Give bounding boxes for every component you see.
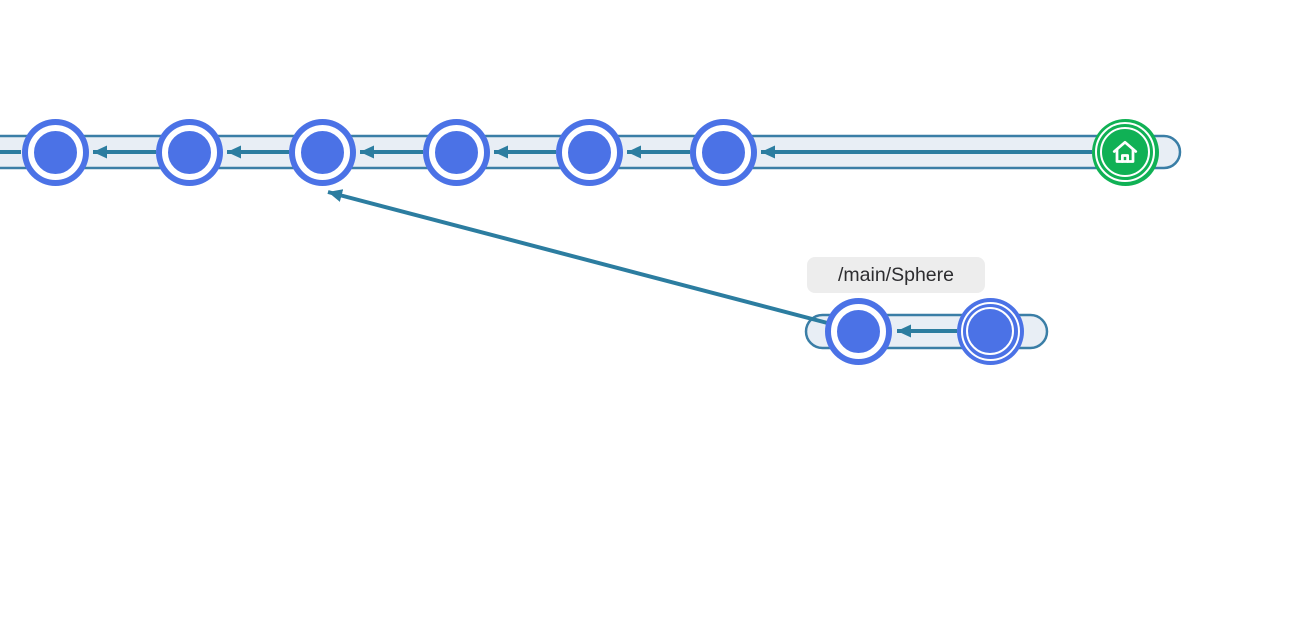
- home-icon: [1112, 140, 1138, 163]
- checkpoint-node-2[interactable]: [155, 118, 223, 186]
- branch-merge-arrow: [327, 189, 859, 333]
- checkpoint-node-4[interactable]: [422, 118, 490, 186]
- checkpoint-node-5[interactable]: [555, 118, 623, 186]
- branch-label[interactable]: /main/Sphere: [807, 257, 985, 293]
- branch-checkpoint-node[interactable]: [824, 297, 892, 365]
- checkpoint-node-1[interactable]: [21, 118, 89, 186]
- current-checkpoint-node[interactable]: [956, 297, 1024, 365]
- origin-home-node[interactable]: [1091, 118, 1159, 186]
- checkpoint-node-6[interactable]: [689, 118, 757, 186]
- checkpoint-node-3[interactable]: [288, 118, 356, 186]
